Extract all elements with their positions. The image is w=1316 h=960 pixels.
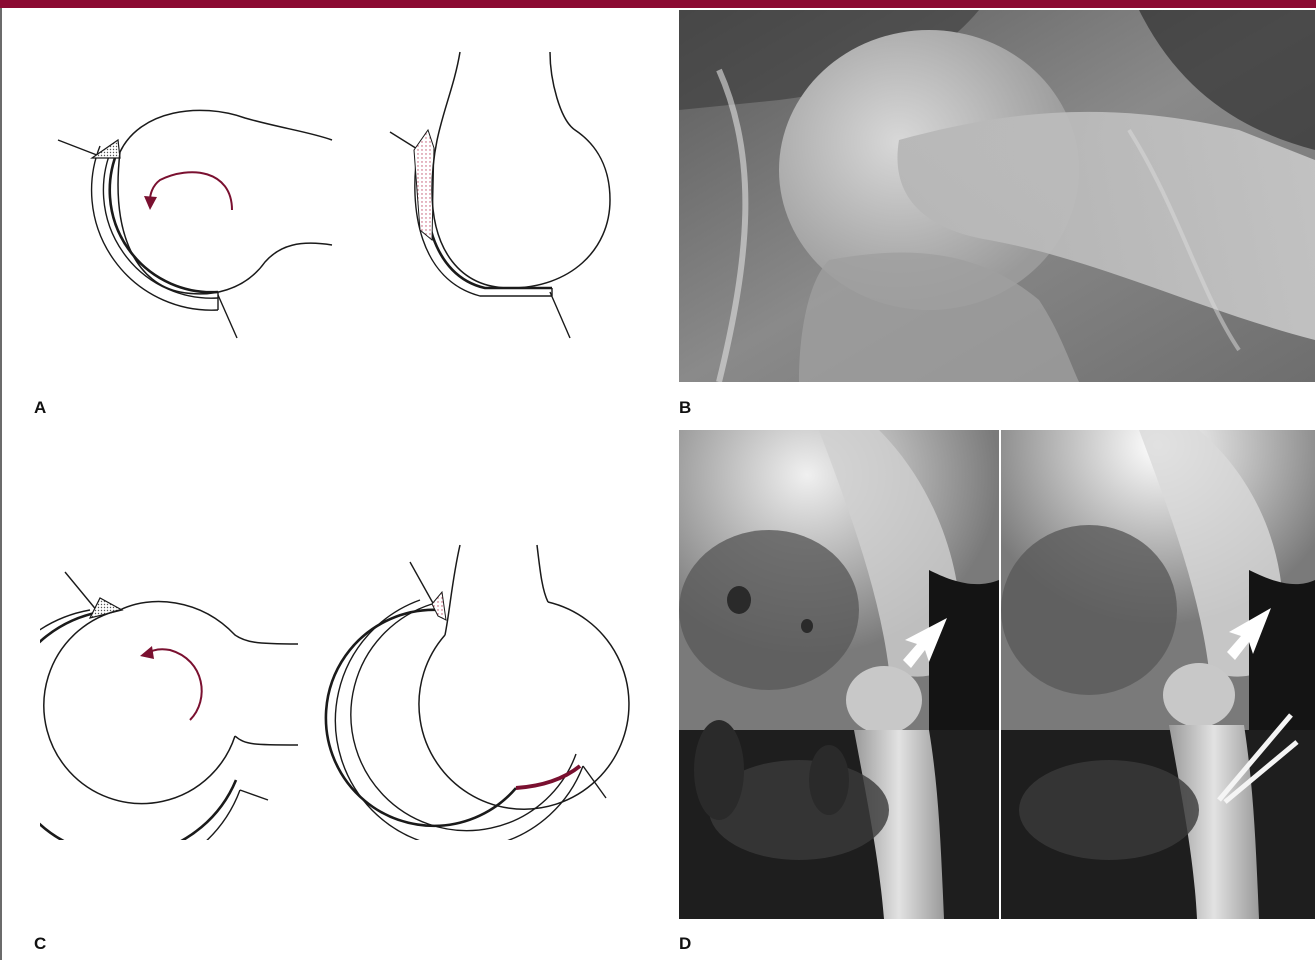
femoral-head-left-c xyxy=(44,602,298,804)
header-accent-bar xyxy=(0,0,1316,8)
labral-tissue-right-a xyxy=(414,130,434,240)
panel-d-radiographs xyxy=(679,430,1315,919)
cartilage-damage-right-c xyxy=(516,766,580,788)
labral-tissue-right-c xyxy=(432,592,446,620)
panel-c-diagram xyxy=(40,540,670,840)
panel-b-radiograph xyxy=(679,10,1315,382)
panel-c-label: C xyxy=(34,934,46,954)
acetabulum-left-a xyxy=(58,140,237,338)
panel-a-diagram xyxy=(40,40,670,370)
acetabulum-left-c xyxy=(40,572,268,840)
radiograph-preop xyxy=(679,430,999,919)
panel-d-label: D xyxy=(679,934,691,954)
labral-tissue-left-a xyxy=(92,140,120,158)
curved-arrow-icon xyxy=(144,172,232,210)
acetabulum-right-c xyxy=(326,562,606,840)
femoral-head-right-c xyxy=(419,545,629,809)
panel-a-label: A xyxy=(34,398,46,418)
radiograph-postop xyxy=(1001,430,1315,919)
left-margin-rule xyxy=(0,8,2,960)
femoral-head-right-a xyxy=(432,52,610,288)
panel-b-label: B xyxy=(679,398,691,418)
curved-arrow-icon xyxy=(140,646,202,720)
